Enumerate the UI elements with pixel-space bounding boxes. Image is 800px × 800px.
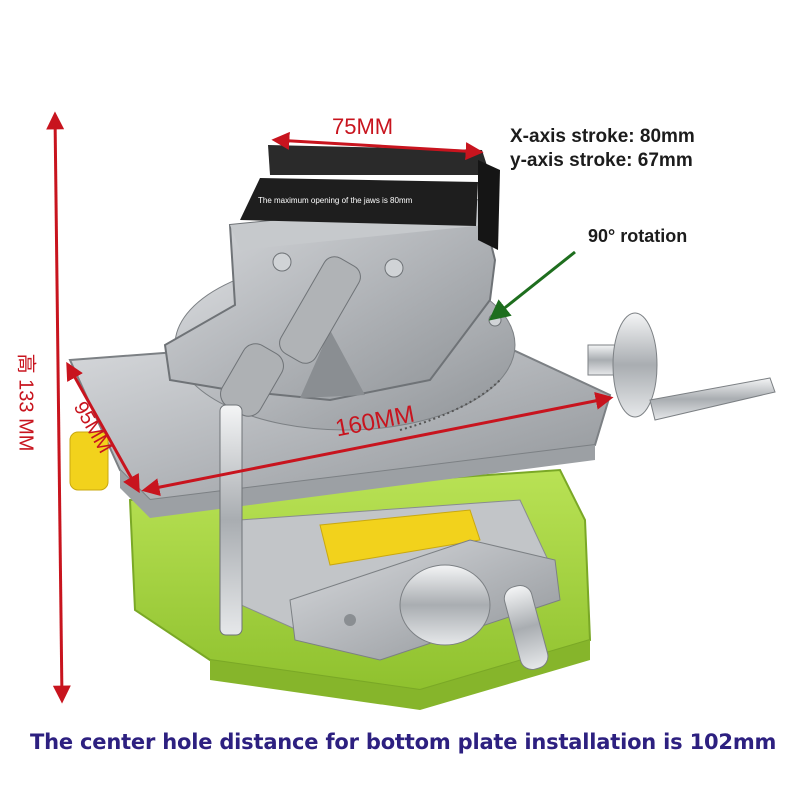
yellow-cover	[319, 509, 481, 566]
dimension-arrows	[46, 111, 614, 704]
rotation-label: 90° rotation	[588, 226, 688, 246]
y-stroke-label: y-axis stroke: 67mm	[510, 150, 693, 171]
jaw-opening-note: The maximum opening of the jaws is 80mm	[258, 196, 413, 205]
jaw-width-label: 75MM	[332, 114, 394, 139]
rotation-arrow	[488, 250, 576, 321]
footer-caption: The center hole distance for bottom plat…	[30, 730, 777, 754]
y-handwheel-block	[289, 539, 561, 670]
height-label: 高 133 MM	[14, 353, 37, 452]
x-stroke-label: X-axis stroke: 80mm	[510, 126, 695, 147]
x-handwheel	[587, 312, 776, 421]
